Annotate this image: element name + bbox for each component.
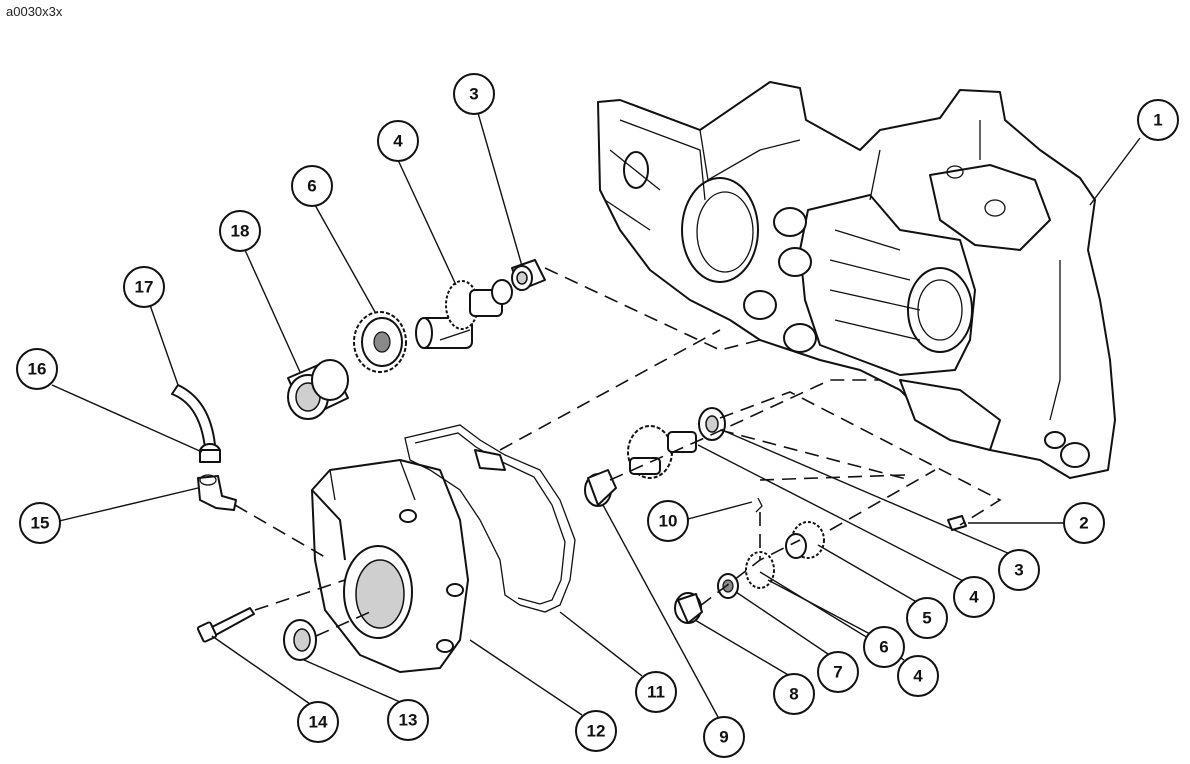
svg-text:2: 2 (1079, 514, 1088, 533)
callout: 4 (953, 576, 995, 618)
callout: 12 (575, 710, 617, 752)
svg-text:3: 3 (1014, 561, 1023, 580)
svg-text:3: 3 (469, 85, 478, 104)
leader-lines (51, 112, 1141, 718)
bushing-8 (674, 592, 703, 624)
callout: 9 (703, 716, 745, 758)
callout: 15 (19, 502, 61, 544)
svg-text:1: 1 (1153, 111, 1162, 130)
callout: 3 (998, 549, 1040, 591)
svg-text:11: 11 (647, 683, 665, 702)
svg-text:12: 12 (587, 722, 606, 741)
bearing-18 (287, 359, 349, 420)
svg-text:10: 10 (659, 512, 678, 531)
callout: 4 (897, 655, 939, 697)
callout: 2 (1063, 502, 1105, 544)
bushing-9 (584, 469, 617, 507)
callout: 6 (863, 626, 905, 668)
cam-cover-12 (311, 459, 469, 673)
seal-13 (283, 619, 317, 661)
callout: 18 (219, 210, 261, 252)
svg-text:6: 6 (307, 177, 316, 196)
pin-2 (947, 515, 967, 531)
svg-text:8: 8 (789, 685, 798, 704)
svg-text:4: 4 (913, 667, 923, 686)
washer-7 (717, 573, 739, 599)
callout: 14 (297, 701, 339, 743)
svg-text:6: 6 (879, 638, 888, 657)
screw-14 (196, 607, 255, 643)
callout: 8 (773, 673, 815, 715)
gear-6-lower (745, 551, 775, 589)
gear-6-upper (353, 311, 407, 373)
svg-text:7: 7 (833, 663, 842, 682)
svg-text:14: 14 (309, 713, 328, 732)
callout: 1 (1137, 99, 1179, 141)
svg-text:9: 9 (719, 728, 728, 747)
svg-text:5: 5 (922, 609, 931, 628)
callout: 3 (453, 73, 495, 115)
svg-text:15: 15 (31, 514, 50, 533)
svg-text:18: 18 (231, 222, 250, 241)
callout: 17 (123, 266, 165, 308)
callout: 6 (291, 165, 333, 207)
crankcase-part (597, 81, 1116, 479)
gasket-11 (404, 424, 576, 613)
camshaft-4-upper (415, 279, 513, 349)
callout: 16 (16, 348, 58, 390)
gear-5 (785, 521, 825, 559)
svg-text:17: 17 (135, 278, 154, 297)
callout: 11 (635, 671, 677, 713)
assembly-lines (234, 267, 1002, 637)
spring-pin-10 (755, 497, 763, 513)
callout: 10 (647, 500, 689, 542)
callout: 4 (377, 120, 419, 162)
clamp-16 (199, 443, 221, 463)
svg-text:13: 13 (399, 711, 418, 730)
callout: 7 (817, 651, 859, 693)
elbow-fitting-15 (197, 474, 237, 511)
svg-text:16: 16 (28, 360, 47, 379)
svg-text:4: 4 (969, 588, 979, 607)
crank-gear-4 (627, 425, 697, 479)
callout: 5 (906, 597, 948, 639)
callout: 13 (387, 699, 429, 741)
figure-id: a0030x3x (6, 4, 63, 19)
bushing-3-upper (511, 259, 546, 291)
hose-17 (171, 384, 216, 449)
svg-text:4: 4 (393, 132, 403, 151)
